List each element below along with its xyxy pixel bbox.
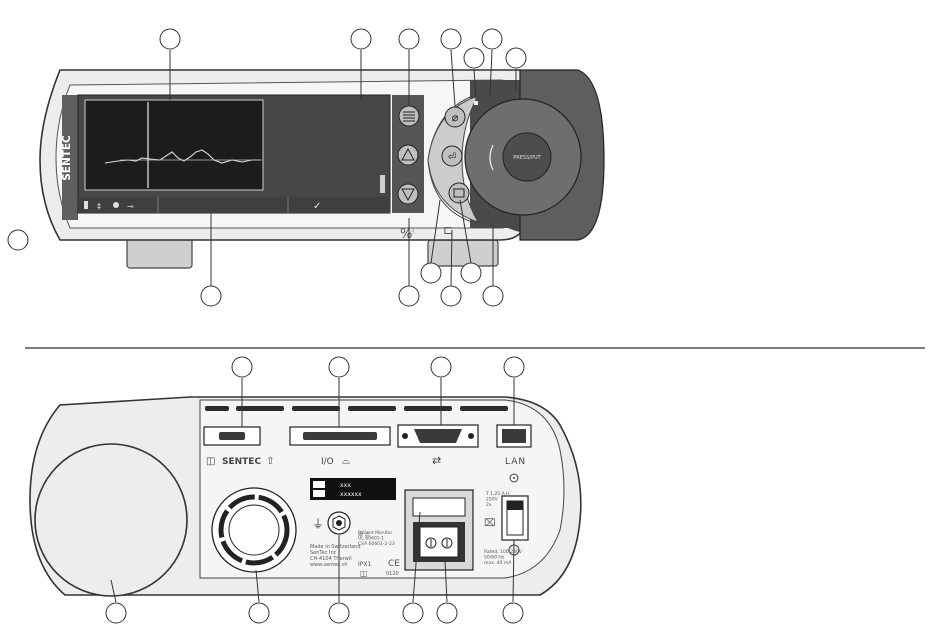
- ce-mark: CE: [388, 559, 400, 569]
- serial-text-2: xxxxxx: [340, 491, 362, 498]
- callout-status-bar: [351, 29, 371, 49]
- io-cable-icon: ⌓: [342, 456, 350, 467]
- rs232-screw-left: [402, 433, 408, 439]
- callout-status-icons: [201, 286, 221, 306]
- callout-fuse-drawer: [403, 603, 423, 623]
- ground-icon: ⏚: [312, 517, 324, 531]
- callout-io-port: [329, 357, 349, 377]
- callout-ac-indicator: [464, 48, 484, 68]
- callout-power-inlet: [437, 603, 457, 623]
- callout-sensor-symbol: [441, 286, 461, 306]
- callout-down-button: [399, 286, 419, 306]
- ipx-label: IPX1: [358, 561, 371, 568]
- callout-power-switch: [503, 603, 523, 623]
- battery-icon: [84, 201, 88, 209]
- ce-code: 0120: [386, 571, 399, 577]
- ul-mark: ⊚ ⚠: [358, 531, 371, 538]
- callout-front-body: [8, 230, 28, 250]
- status-check-mark: ✓: [313, 201, 321, 212]
- display-status-bar: [78, 197, 390, 213]
- callout-docking-door: [506, 48, 526, 68]
- callout-display: [160, 29, 180, 49]
- callout-led: [482, 29, 502, 49]
- fuse-drawer[interactable]: [413, 498, 465, 516]
- rs232-connector: [414, 429, 462, 443]
- callout-display-button: [483, 286, 503, 306]
- display-button[interactable]: [449, 183, 469, 203]
- callout-fan: [249, 603, 269, 623]
- service-icon: ⇧: [266, 456, 274, 467]
- multi-io-port-pins: [303, 432, 377, 440]
- front-view: SENTEC ‡ ⊸ ✓: [8, 29, 604, 306]
- power-switch-marker: [507, 501, 523, 510]
- manual-icon-2: ◫: [360, 569, 368, 578]
- manual-icon: ◫: [206, 456, 215, 467]
- display-screen: [85, 100, 263, 190]
- ac-led: [474, 101, 478, 105]
- callout-lan-port: [504, 357, 524, 377]
- status-dot-icon: [113, 202, 119, 208]
- callout-service-port: [232, 357, 252, 377]
- rs232-arrow-icon: ⇄: [432, 454, 441, 467]
- service-port-pins: [219, 432, 245, 440]
- weee-bin-icon: ⌧: [484, 518, 496, 529]
- front-brand-text: SENTEC: [61, 135, 73, 181]
- serial-text-1: xxx: [340, 482, 351, 489]
- rear-view: SENTEC ◫ ⇧ I/O ⌓ ⇄ LAN ⏚ xxx xxxxxx Made…: [30, 357, 581, 623]
- hand-symbol-icon: ☝: [410, 227, 415, 236]
- status-icon-sensor: ⊸: [127, 202, 134, 211]
- callout-enter-button: [461, 263, 481, 283]
- callout-menu-button: [399, 29, 419, 49]
- vent-slots: [205, 406, 508, 411]
- io-label: I/O: [321, 457, 334, 467]
- rear-brand-text: SENTEC: [222, 457, 261, 467]
- audio-paused-icon: ⌀: [452, 111, 459, 124]
- callout-door-back: [106, 603, 126, 623]
- rs232-screw-right: [468, 433, 474, 439]
- status-icon-person: ‡: [97, 202, 101, 211]
- callout-up-button: [421, 263, 441, 283]
- rear-door-back: [35, 444, 187, 596]
- door-label: PRESS/PUT: [513, 155, 541, 161]
- callout-ground-connector: [329, 603, 349, 623]
- lan-socket: [502, 429, 526, 443]
- lan-label: LAN: [505, 457, 526, 467]
- front-foot-right: [428, 240, 498, 266]
- display-scroll-indicator: [380, 175, 385, 193]
- enter-icon: ⏎: [448, 152, 456, 163]
- fan-hub: [229, 505, 279, 555]
- menu-button[interactable]: [399, 106, 419, 126]
- callout-rs232-port: [431, 357, 451, 377]
- callout-audio-button: [441, 29, 461, 49]
